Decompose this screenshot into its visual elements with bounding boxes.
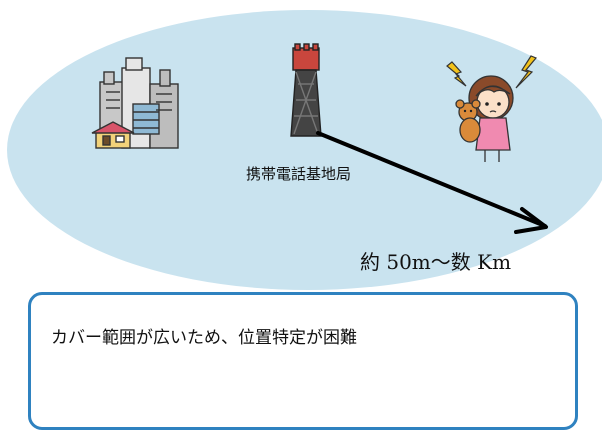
lightning-signal-icon xyxy=(515,55,537,89)
range-label: 約 50m～数 Km xyxy=(360,250,512,274)
girl-with-teddy-bear-icon xyxy=(455,75,514,162)
station-label: 携帯電話基地局 xyxy=(246,165,352,183)
note-box: カバー範囲が広いため、位置特定が困難 xyxy=(28,292,578,430)
buildings-icon xyxy=(91,57,179,149)
lightning-signal-icon xyxy=(446,61,467,87)
coverage-area xyxy=(7,10,602,290)
note-text: カバー範囲が広いため、位置特定が困難 xyxy=(51,328,357,348)
range-arrow xyxy=(316,131,548,234)
cell-tower-icon xyxy=(290,43,322,137)
